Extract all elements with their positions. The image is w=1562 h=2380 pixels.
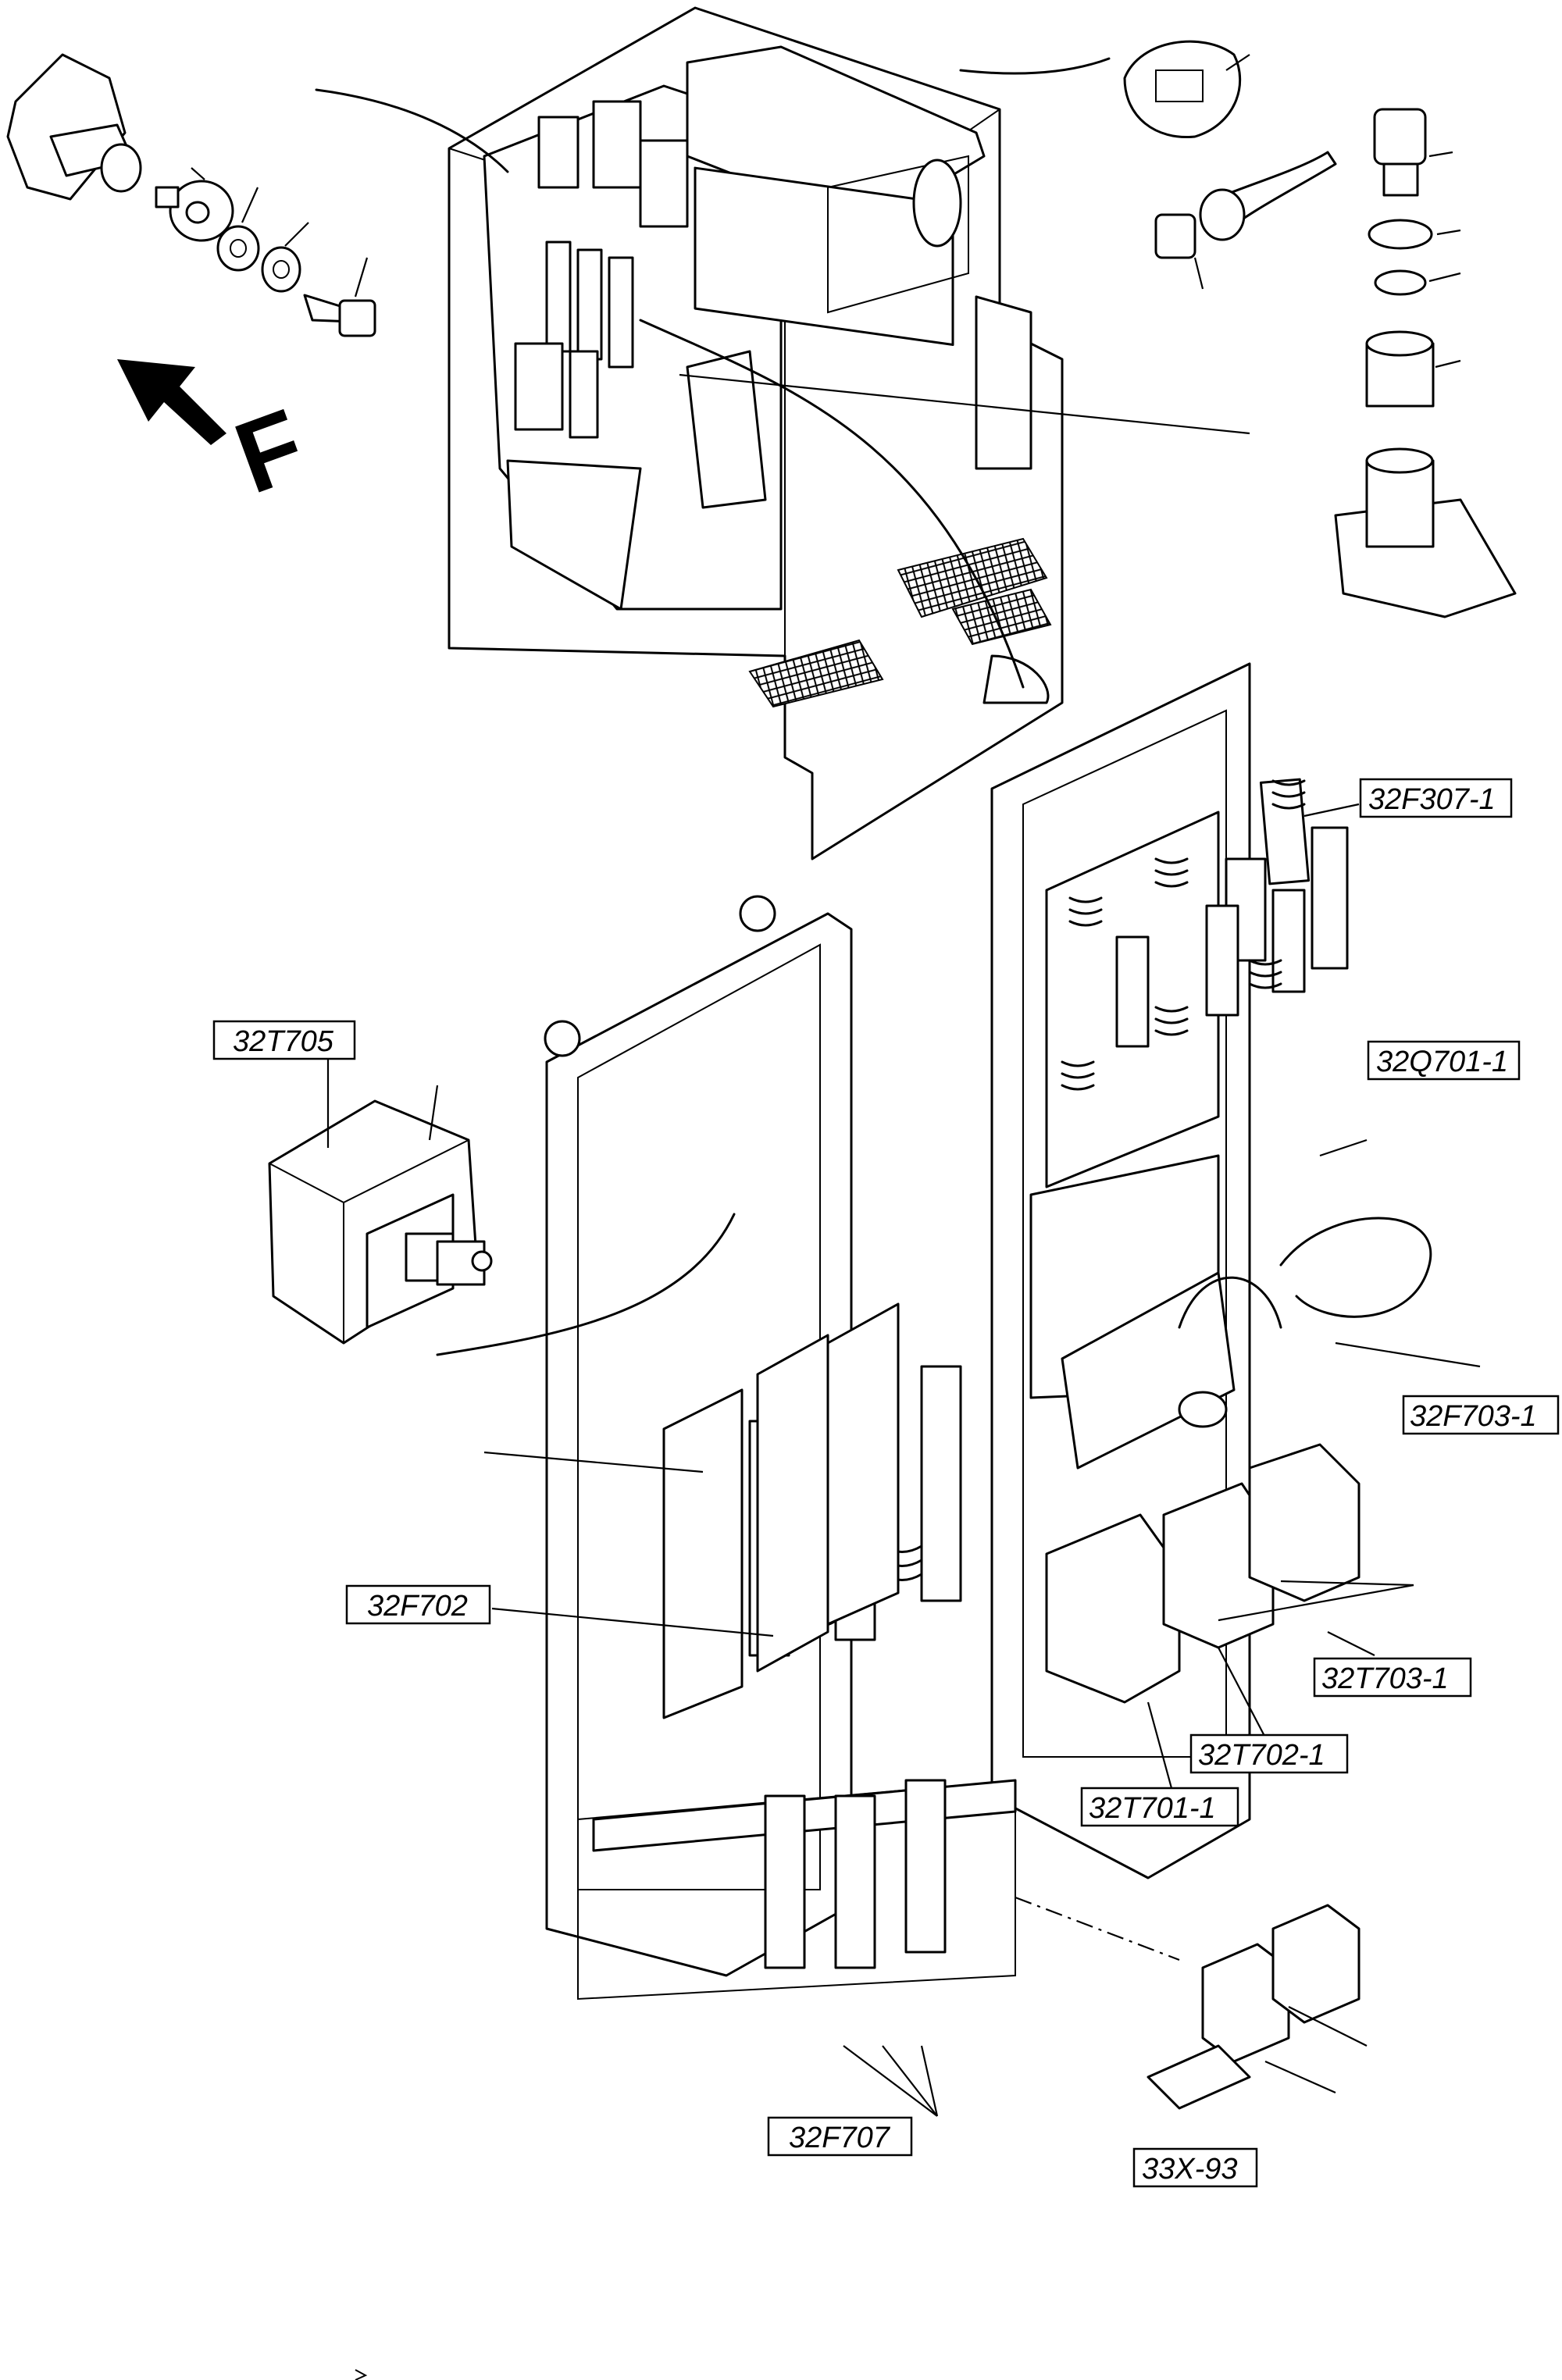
label-text: 33X-93 — [1142, 2153, 1238, 2186]
left-fuse-frame — [436, 895, 1017, 2001]
label-text: 32F703-1 — [1410, 1400, 1537, 1433]
label-text: 32Q701-1 — [1376, 1046, 1508, 1078]
label-text: 32F702 — [367, 1590, 468, 1623]
label-33X-93: 33X-93 — [1132, 2147, 1258, 2188]
corner-mark — [355, 2369, 368, 2380]
coil-springs-right — [1061, 779, 1306, 1091]
label-32F307-1: 32F307-1 — [1359, 778, 1513, 818]
top-left-bolt-assembly — [6, 53, 376, 337]
label-32T701-1: 32T701-1 — [1080, 1787, 1239, 1827]
label-32F707: 32F707 — [767, 2116, 913, 2157]
top-right-connectors — [1123, 40, 1337, 290]
label-32T705: 32T705 — [212, 1020, 356, 1060]
label-text: 32T703-1 — [1321, 1662, 1449, 1695]
label-text: 32F707 — [789, 2122, 891, 2154]
fuse-holders-right — [1115, 778, 1349, 1048]
direction-letter: F — [221, 387, 319, 515]
terminal-blocks — [1015, 1896, 1368, 2110]
label-text: 32T705 — [233, 1025, 334, 1058]
label-32T703-1: 32T703-1 — [1313, 1657, 1472, 1698]
label-text: 32T702-1 — [1198, 1739, 1325, 1772]
direction-marker: F — [117, 359, 319, 515]
right-fuse-frame — [990, 662, 1432, 1879]
label-32F703-1: 32F703-1 — [1402, 1395, 1560, 1435]
label-32T702-1: 32T702-1 — [1189, 1733, 1349, 1774]
cabinet-components — [514, 100, 689, 439]
label-text: 32F307-1 — [1368, 783, 1496, 816]
top-right-foot-assembly — [1334, 108, 1517, 618]
label-text: 32T701-1 — [1089, 1792, 1216, 1825]
label-32F702: 32F702 — [345, 1584, 491, 1625]
label-32Q701-1: 32Q701-1 — [1367, 1040, 1521, 1081]
main-cabinet — [315, 6, 1250, 860]
transformers-right — [1045, 1443, 1361, 1704]
transformer-32T705 — [234, 1049, 493, 1345]
leader-lines — [483, 803, 1481, 2117]
